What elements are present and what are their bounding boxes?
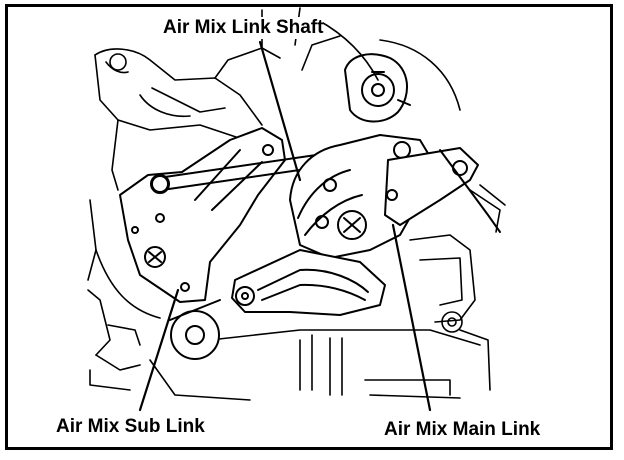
- air-mix-main-link: [384, 147, 501, 233]
- leader-line-shaft: [258, 40, 302, 182]
- leader-line-sub-link: [138, 288, 180, 412]
- lower-cam-arm: [231, 249, 386, 316]
- leader-line-main-link: [391, 223, 432, 412]
- label-air-mix-link-shaft: Air Mix Link Shaft: [163, 17, 324, 39]
- label-air-mix-sub-link: Air Mix Sub Link: [56, 416, 205, 438]
- label-air-mix-main-link: Air Mix Main Link: [384, 419, 541, 441]
- leader-lines: [138, 40, 432, 412]
- housing-background: [87, 7, 506, 401]
- upper-round-fitting: [344, 53, 411, 123]
- lower-round-boss: [169, 299, 221, 360]
- air-mix-sub-link: [119, 127, 286, 303]
